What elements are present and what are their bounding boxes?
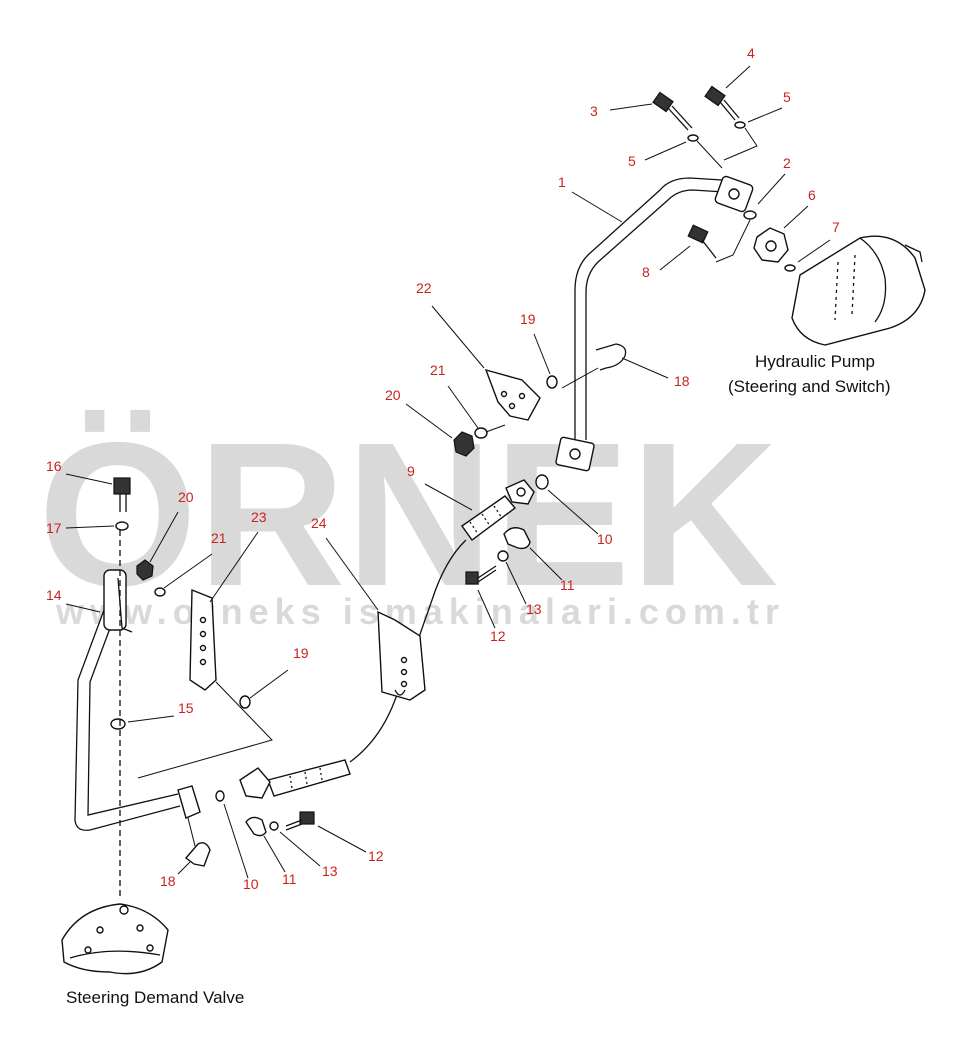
caption-valve: Steering Demand Valve bbox=[66, 988, 244, 1007]
caption-pump-line1: Hydraulic Pump bbox=[755, 352, 875, 371]
callout-21a: 21 bbox=[430, 362, 446, 378]
steering-demand-valve bbox=[61, 903, 169, 975]
hose-9-ferrule bbox=[461, 495, 517, 541]
bolt-4-shank bbox=[719, 101, 736, 121]
callout-12a: 12 bbox=[490, 628, 506, 644]
callout-12b: 12 bbox=[368, 848, 384, 864]
callout-13a: 13 bbox=[526, 601, 542, 617]
callout-18b: 18 bbox=[160, 873, 176, 889]
callout-16: 16 bbox=[46, 458, 62, 474]
u-bolt-18a bbox=[595, 343, 627, 371]
callout-5a: 5 bbox=[628, 153, 636, 169]
flange-bore-1 bbox=[569, 448, 581, 460]
callout-19b: 19 bbox=[293, 645, 309, 661]
lower-hose-assembly bbox=[215, 759, 351, 837]
washer-17 bbox=[115, 521, 129, 531]
bolt-12b-head bbox=[299, 811, 315, 825]
hydraulic-pump-assembly bbox=[753, 227, 926, 346]
callout-11a: 11 bbox=[560, 577, 575, 593]
watermark-url: www.orneks ismakinalari.com.tr bbox=[55, 591, 785, 632]
caption-pump-line2: (Steering and Switch) bbox=[728, 377, 891, 396]
bolt-3-head bbox=[652, 91, 674, 113]
callout-2: 2 bbox=[783, 155, 791, 171]
callout-3: 3 bbox=[590, 103, 598, 119]
bolt-12a-head bbox=[465, 571, 479, 585]
callout-9: 9 bbox=[407, 463, 415, 479]
callouts: 1 2 3 4 5 5 6 7 8 9 10 10 11 11 12 12 13… bbox=[46, 45, 840, 892]
washer-21b bbox=[154, 587, 166, 597]
o-ring-2 bbox=[743, 210, 757, 220]
o-ring-10a bbox=[535, 474, 549, 490]
o-ring-19b bbox=[239, 695, 251, 709]
bolt-8-head bbox=[687, 224, 709, 244]
callout-4: 4 bbox=[747, 45, 755, 61]
bolt-16-shank bbox=[119, 494, 127, 512]
callout-1: 1 bbox=[558, 174, 566, 190]
callout-10a: 10 bbox=[597, 531, 613, 547]
callout-18a: 18 bbox=[674, 373, 690, 389]
o-ring-19a bbox=[546, 375, 558, 389]
pipe-14-flange bbox=[177, 785, 201, 819]
callout-7: 7 bbox=[832, 219, 840, 235]
callout-11b: 11 bbox=[282, 871, 297, 887]
callout-14: 14 bbox=[46, 587, 62, 603]
callout-13b: 13 bbox=[322, 863, 338, 879]
o-ring-7 bbox=[784, 264, 796, 272]
upper-fasteners bbox=[652, 85, 758, 263]
pressure-pipe-upper bbox=[555, 175, 754, 472]
bolt-3-shank bbox=[667, 107, 689, 131]
pressure-pipe-lower bbox=[74, 477, 211, 900]
bolt-12b-shank bbox=[285, 819, 303, 831]
bolt-16-head bbox=[113, 477, 131, 495]
callout-6: 6 bbox=[808, 187, 816, 203]
bolt-12a-shank bbox=[477, 565, 497, 583]
lower-hose-flange bbox=[239, 767, 271, 799]
bracket-23 bbox=[136, 559, 273, 779]
callout-20b: 20 bbox=[178, 489, 194, 505]
lock-washer-13b bbox=[269, 821, 279, 831]
lower-hose-ferrule bbox=[267, 759, 351, 797]
callout-10b: 10 bbox=[243, 876, 259, 892]
bolt-8-shank bbox=[701, 239, 717, 259]
nut-20b bbox=[136, 559, 154, 581]
split-flange-11a bbox=[503, 527, 531, 550]
bolt-4-head bbox=[704, 85, 726, 107]
upper-bracket-assembly bbox=[453, 343, 627, 457]
washer-21a bbox=[474, 427, 488, 439]
o-ring-10b bbox=[215, 790, 225, 802]
callout-8: 8 bbox=[642, 264, 650, 280]
pipe-14-upper-bend bbox=[103, 569, 127, 631]
flange-bore-upper bbox=[728, 188, 740, 200]
nut-20a bbox=[453, 431, 475, 457]
bracket-22 bbox=[484, 368, 541, 421]
lock-washer-13a bbox=[497, 550, 509, 562]
callout-22: 22 bbox=[416, 280, 432, 296]
callout-23: 23 bbox=[251, 509, 267, 525]
split-flange-11b bbox=[245, 816, 267, 837]
callout-5b: 5 bbox=[783, 89, 791, 105]
callout-19a: 19 bbox=[520, 311, 536, 327]
u-bolt-18b bbox=[184, 842, 211, 867]
hydraulic-pump-body bbox=[791, 235, 926, 346]
o-ring-5b bbox=[734, 121, 746, 129]
bracket-24 bbox=[377, 610, 426, 701]
callout-24: 24 bbox=[311, 515, 327, 531]
o-ring-5a bbox=[687, 134, 699, 142]
callout-17: 17 bbox=[46, 520, 62, 536]
callout-20a: 20 bbox=[385, 387, 401, 403]
callout-21b: 21 bbox=[211, 530, 227, 546]
callout-15: 15 bbox=[178, 700, 194, 716]
o-ring-15 bbox=[110, 718, 126, 730]
